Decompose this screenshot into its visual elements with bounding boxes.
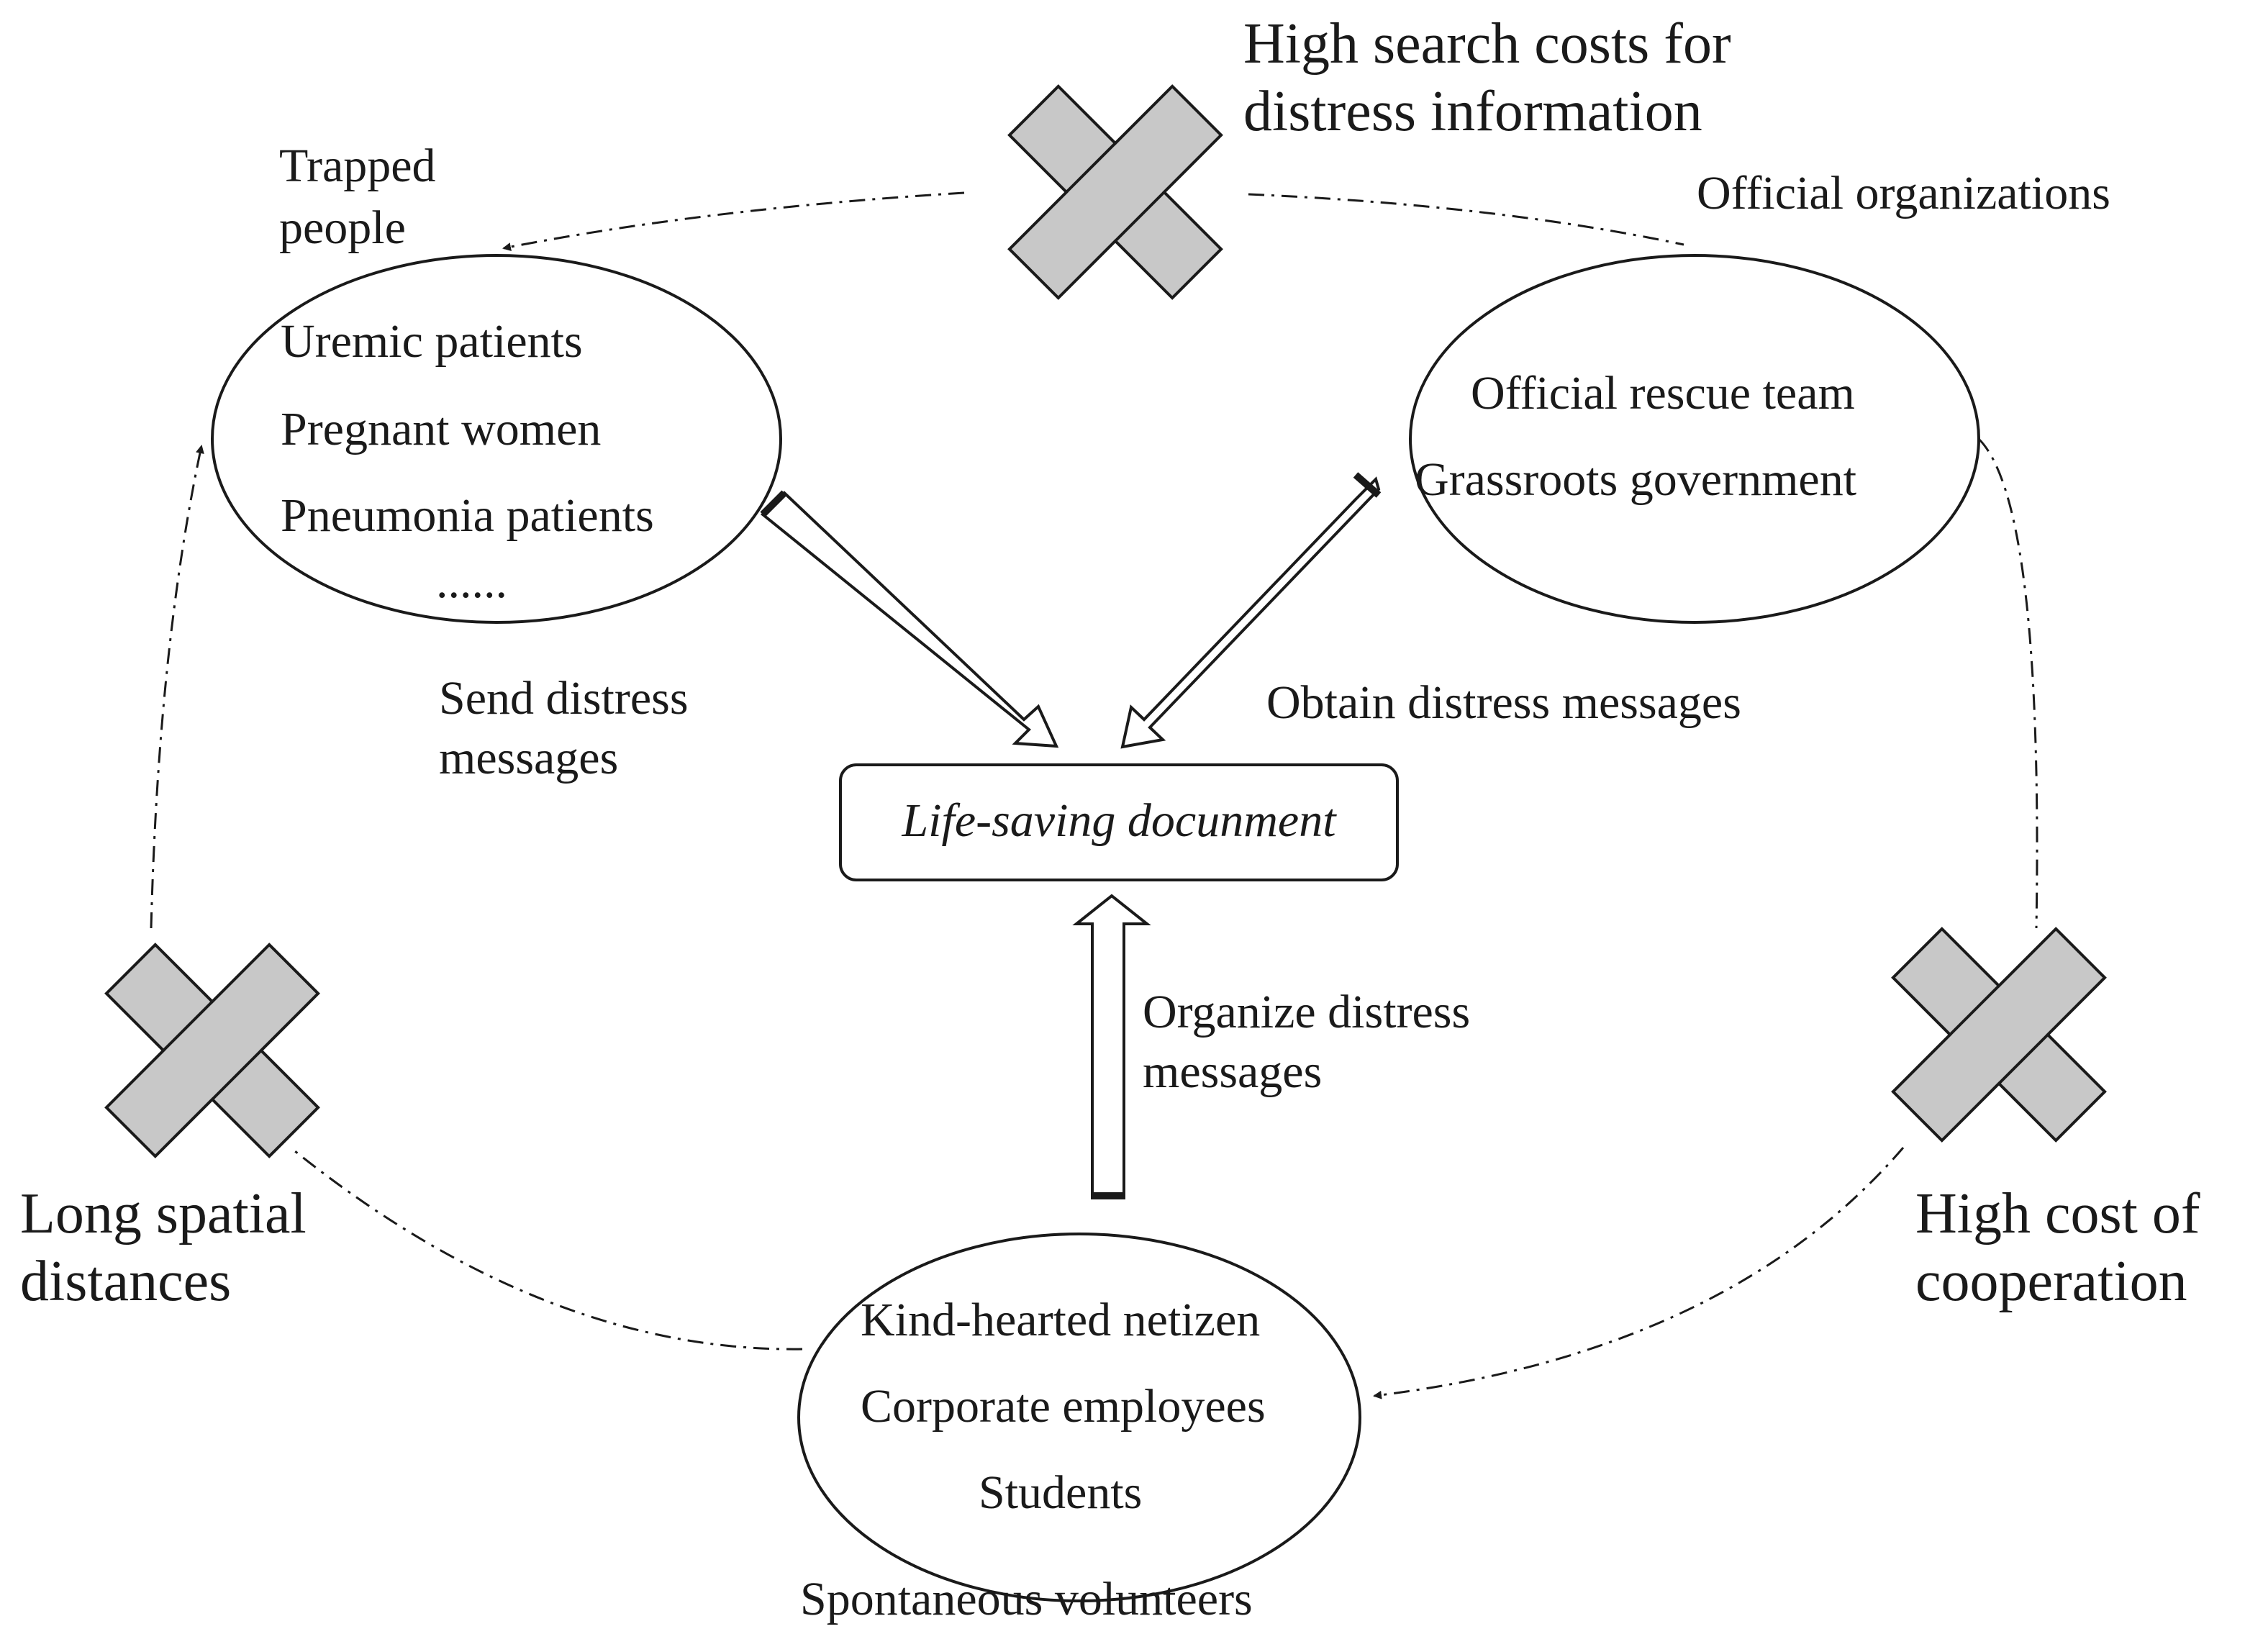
left-connector [150, 445, 204, 929]
spatial-distance-x-icon [104, 943, 320, 1158]
cooperation-cost-line1: High cost of [1915, 1182, 2200, 1245]
spatial-distance-line2: distances [20, 1250, 232, 1314]
volunteer-item-students: Students [979, 1466, 1143, 1519]
organize-arrow-group [1072, 894, 1151, 1199]
trapped-people-ellipse [211, 254, 782, 624]
life-saving-document-box [839, 763, 1399, 881]
send-label-line1: Send distress [439, 672, 689, 725]
trapped-item-pneumonia: Pneumonia patients [281, 489, 654, 542]
top-right-connector [1248, 193, 1684, 246]
trapped-label-line1: Trapped [279, 140, 436, 192]
organize-label-line2: messages [1143, 1045, 1323, 1098]
bottom-right-connector [1373, 1147, 1905, 1399]
official-item-rescue-team: Official rescue team [1471, 367, 1855, 419]
official-item-grassroots: Grassroots government [1415, 453, 1857, 506]
send-label-line2: messages [439, 731, 619, 784]
life-saving-document-label: Life-saving docunment [902, 794, 1336, 847]
volunteer-item-employees: Corporate employees [861, 1380, 1266, 1433]
volunteers-ellipse [797, 1233, 1361, 1602]
official-organizations-ellipse [1409, 254, 1980, 624]
right-connector [1977, 437, 2038, 929]
trapped-item-uremic: Uremic patients [281, 315, 583, 368]
send-arrow-group [760, 490, 1059, 748]
obtain-messages-label: Obtain distress messages [1266, 676, 1741, 729]
organize-label-line1: Organize distress [1143, 986, 1471, 1038]
top-left-connector [502, 191, 965, 251]
search-cost-label: High search costs for distress informati… [1243, 10, 1731, 146]
send-messages-label: Send distress messages [439, 669, 689, 788]
volunteers-label: Spontaneous volunteers [800, 1573, 1253, 1625]
spatial-distance-label: Long spatial distances [20, 1180, 307, 1316]
bottom-left-connector [294, 1150, 803, 1351]
search-cost-x-icon [1007, 84, 1223, 300]
volunteer-item-netizen: Kind-hearted netizen [861, 1294, 1261, 1346]
trapped-people-label: Trapped people [279, 135, 436, 259]
trapped-item-more: ...... [436, 555, 507, 608]
cooperation-cost-label: High cost of cooperation [1915, 1180, 2200, 1316]
spatial-distance-line1: Long spatial [20, 1182, 307, 1245]
official-organizations-label: Official organizations [1697, 167, 2110, 219]
trapped-label-line2: people [279, 201, 406, 254]
trapped-item-pregnant: Pregnant women [281, 403, 602, 455]
search-cost-line2: distress information [1243, 80, 1702, 144]
cooperation-cost-x-icon [1891, 927, 2107, 1143]
organize-messages-label: Organize distress messages [1143, 983, 1470, 1102]
cooperation-cost-line2: cooperation [1915, 1250, 2187, 1314]
search-cost-line1: High search costs for [1243, 12, 1731, 76]
obtain-arrow-group [1120, 472, 1382, 749]
